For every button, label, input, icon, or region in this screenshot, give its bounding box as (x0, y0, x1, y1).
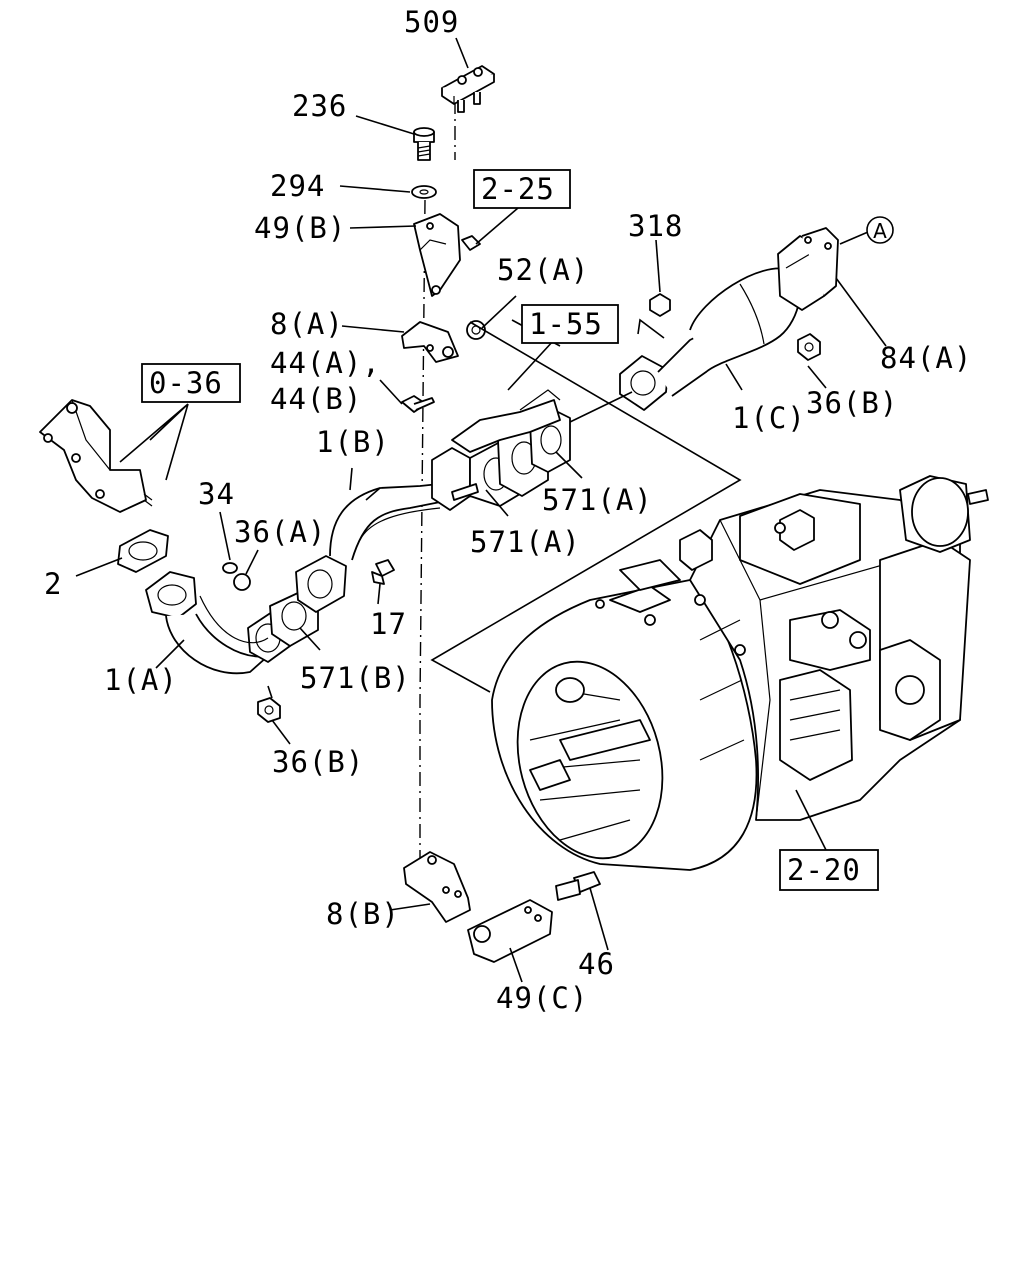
callout-571a-right: 571(A) (542, 483, 653, 517)
callout-1c: 1(C) (732, 401, 806, 435)
flange-stack-571a (431, 389, 571, 511)
part-8a-bracket (401, 321, 459, 363)
callout-34: 34 (198, 477, 235, 511)
reference-box-0-36[interactable]: 0-36 (141, 363, 241, 403)
part-2-gasket (117, 529, 169, 573)
part-46-bolt (555, 871, 601, 901)
reference-label-2-20: 2-20 (787, 853, 861, 887)
callout-36b-top: 36(B) (806, 386, 898, 420)
reference-box-2-25[interactable]: 2-25 (473, 169, 571, 209)
assembly-centerline (419, 100, 456, 880)
part-52a-nut (461, 235, 486, 340)
part-36a-nut (233, 573, 251, 591)
callout-labels: 509 236 294 49(B) 52(A) 318 84(A) 8(A) 4… (44, 5, 972, 1015)
part-17-bolt (371, 559, 395, 585)
part-34-washer (222, 562, 238, 574)
callout-44b: 44(B) (270, 382, 362, 416)
callout-17: 17 (370, 607, 407, 641)
part-509-bracket (441, 65, 495, 113)
callout-294: 294 (270, 169, 325, 203)
reference-label-0-36: 0-36 (149, 366, 223, 400)
callout-2: 2 (44, 567, 62, 601)
callout-571b: 571(B) (300, 661, 411, 695)
callout-44a: 44(A), (270, 346, 381, 380)
leader-lines (75, 37, 887, 983)
callout-236: 236 (292, 89, 347, 123)
exhaust-pipe-1c (619, 227, 839, 411)
part-36b-nut-upper (797, 333, 821, 361)
reference-label-2-25: 2-25 (481, 172, 555, 206)
callout-8b: 8(B) (326, 897, 400, 931)
callout-36b-bottom: 36(B) (272, 745, 364, 779)
callout-571a-mid: 571(A) (470, 525, 581, 559)
reference-box-1-55[interactable]: 1-55 (521, 304, 619, 344)
part-236-bolt (413, 127, 435, 161)
callout-49c: 49(C) (496, 981, 588, 1015)
callout-8a: 8(A) (270, 307, 344, 341)
callout-84a: 84(A) (880, 341, 972, 375)
exhaust-pipe-1a (145, 571, 291, 675)
callout-46: 46 (578, 947, 615, 981)
callout-318: 318 (628, 209, 683, 243)
transmission-assembly-2-20 (491, 475, 989, 871)
callout-49b: 49(B) (254, 211, 346, 245)
part-318-nut (649, 293, 671, 317)
circle-marker-a: A (866, 216, 894, 244)
reference-box-2-20[interactable]: 2-20 (779, 849, 879, 891)
callout-36a: 36(A) (234, 515, 326, 549)
part-44-bolt (401, 395, 435, 413)
circle-marker-a-label: A (873, 219, 887, 243)
part-49b-bracket (413, 213, 461, 297)
part-49c-plate (467, 899, 553, 963)
part-294-washer (411, 185, 437, 199)
callout-1a: 1(A) (104, 663, 178, 697)
callout-1b: 1(B) (316, 425, 390, 459)
part-8b-bracket (403, 851, 471, 923)
exhaust-manifold-0-36 (39, 399, 153, 513)
callout-52a: 52(A) (497, 253, 589, 287)
part-36b-nut-lower (257, 697, 281, 723)
callout-509: 509 (404, 5, 459, 39)
reference-label-1-55: 1-55 (529, 307, 603, 341)
